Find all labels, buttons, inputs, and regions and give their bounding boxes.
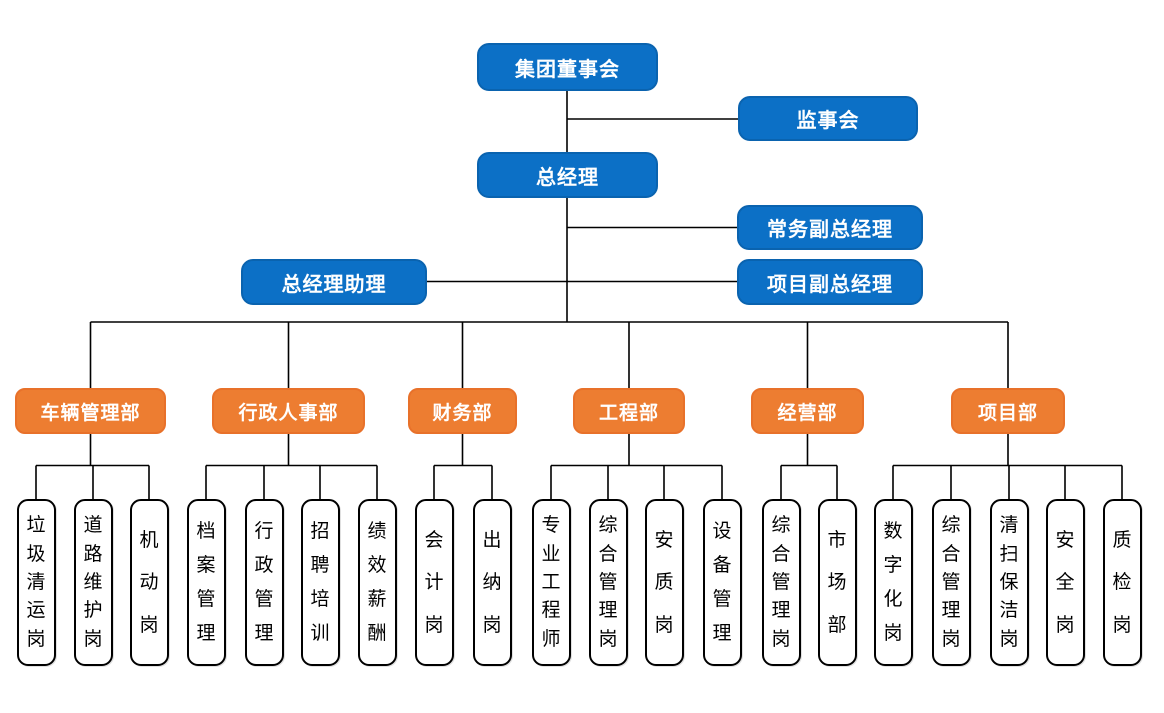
- node-pos-recruiting-training: 招聘培训: [300, 499, 340, 666]
- node-pos-digitalization: 数字化岗: [873, 499, 913, 666]
- node-pos-safety: 安全岗: [1045, 499, 1085, 666]
- node-pos-sweeping-cleaning: 清扫保洁岗: [989, 499, 1029, 666]
- node-general-manager: 总经理: [477, 152, 658, 198]
- node-pos-project-general-management: 综合管理岗: [931, 499, 971, 666]
- node-group-board: 集团董事会: [477, 43, 658, 91]
- node-pos-professional-engineer: 专业工程师: [531, 499, 571, 666]
- node-dept-operations: 经营部: [751, 388, 864, 434]
- node-pos-accounting: 会计岗: [414, 499, 454, 666]
- node-pos-quality-inspection: 质检岗: [1102, 499, 1142, 666]
- node-pos-operations-general-management: 综合管理岗: [761, 499, 801, 666]
- node-pos-performance-payroll: 绩效薪酬: [357, 499, 397, 666]
- node-pos-engineering-general-management: 综合管理岗: [588, 499, 628, 666]
- node-pos-market: 市场部: [817, 499, 857, 666]
- node-pos-archives-management: 档案管理: [186, 499, 226, 666]
- node-gm-assistant: 总经理助理: [241, 259, 427, 305]
- node-pos-road-maintenance: 道路维护岗: [73, 499, 113, 666]
- node-executive-deputy-gm: 常务副总经理: [737, 205, 923, 250]
- node-pos-cashier: 出纳岗: [472, 499, 512, 666]
- node-dept-project: 项目部: [951, 388, 1065, 434]
- node-project-deputy-gm: 项目副总经理: [737, 259, 923, 305]
- node-pos-admin-management: 行政管理: [244, 499, 284, 666]
- node-dept-admin-hr: 行政人事部: [212, 388, 365, 434]
- node-supervisory-board: 监事会: [738, 96, 918, 141]
- node-pos-equipment-management: 设备管理: [702, 499, 742, 666]
- node-pos-garbage-collection: 垃圾清运岗: [16, 499, 56, 666]
- node-dept-vehicle-management: 车辆管理部: [15, 388, 166, 434]
- node-pos-safety-quality: 安质岗: [644, 499, 684, 666]
- node-dept-finance: 财务部: [408, 388, 517, 434]
- node-pos-mobile-duty: 机动岗: [129, 499, 169, 666]
- node-dept-engineering: 工程部: [573, 388, 685, 434]
